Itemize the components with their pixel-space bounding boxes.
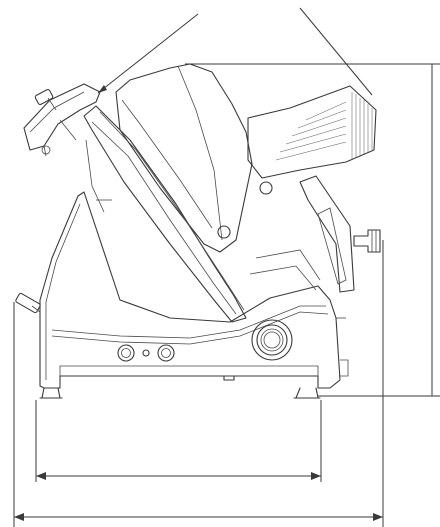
feet (39, 387, 321, 399)
knob-left (15, 292, 41, 314)
slice-deflector (247, 85, 377, 179)
blade-housing (115, 63, 273, 253)
pusher-knob (34, 88, 57, 111)
base-body (39, 191, 349, 389)
dimension-width-574 (13, 240, 384, 527)
control-buttons (117, 344, 175, 362)
product-pusher (23, 83, 101, 157)
rear-support (249, 175, 355, 293)
sharpener-knob (353, 229, 381, 253)
dimension-height-527 (185, 63, 440, 397)
dimension-depth-446 (35, 400, 322, 482)
bottom-detail (223, 375, 235, 381)
deflector-hatching (275, 92, 373, 161)
thickness-knob (251, 319, 293, 361)
carriage-arm (83, 105, 247, 323)
dimension-blade-340 (97, 7, 373, 96)
